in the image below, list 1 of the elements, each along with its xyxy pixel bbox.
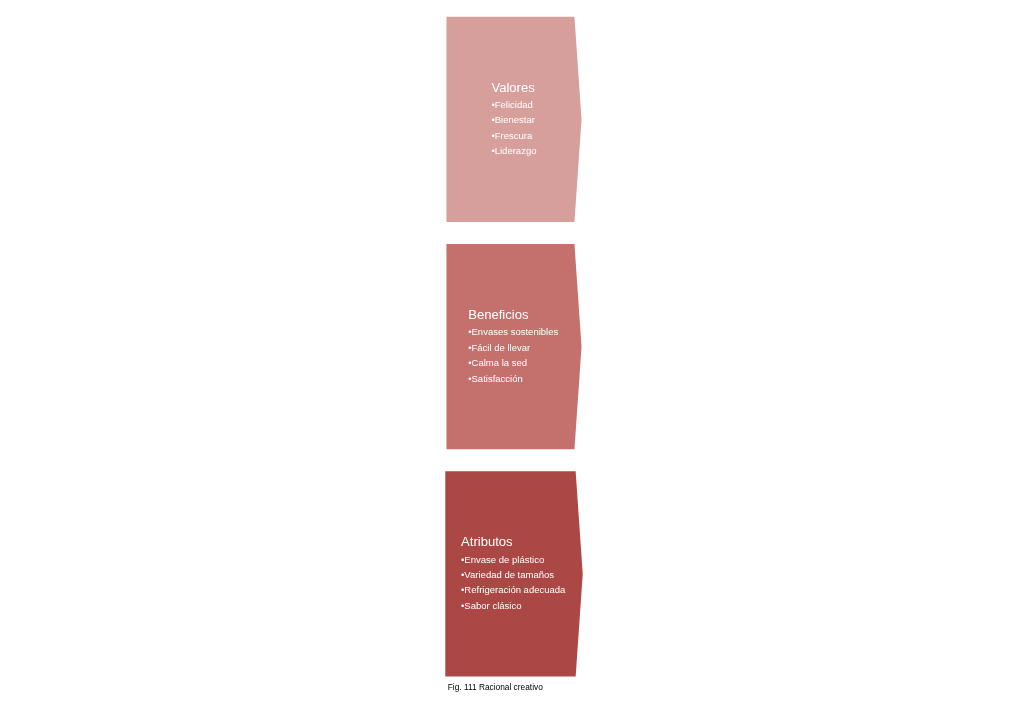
- caption: Fig. 111 Racional creativo: [447, 682, 543, 693]
